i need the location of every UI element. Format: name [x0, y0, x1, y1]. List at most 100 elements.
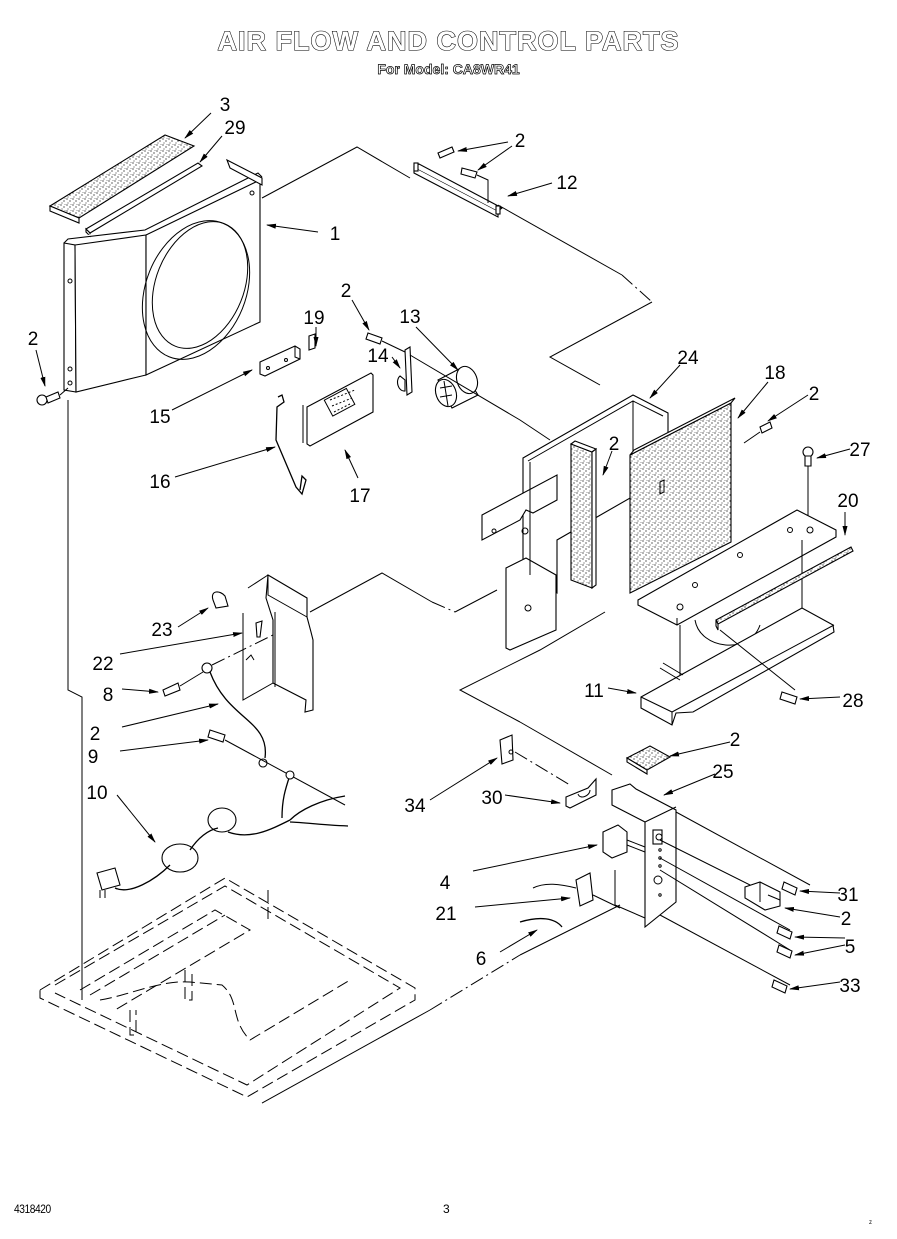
callout-label: 11 — [584, 681, 604, 702]
callout-label: 18 — [764, 363, 785, 384]
callout-23-seal-strip: 23 — [151, 607, 209, 641]
callout-label: 22 — [92, 654, 113, 675]
callout-label: 29 — [224, 118, 245, 139]
callout-label: 20 — [837, 491, 858, 512]
leader-line — [499, 929, 538, 953]
callout-2-screw: 2 — [28, 329, 46, 387]
callout-label: 2 — [28, 329, 39, 350]
callout-6-thermostat: 6 — [476, 929, 538, 970]
leader-line — [789, 981, 841, 991]
part-top-seal-foam — [48, 134, 196, 224]
part-clip-30 — [499, 734, 571, 786]
callout-label: 2 — [841, 909, 852, 930]
part-bracket-15 — [259, 345, 301, 377]
leader-line — [351, 299, 370, 331]
callout-17-control-board: 17 — [344, 449, 371, 507]
corner-mark: z — [869, 1220, 872, 1226]
callout-27-screw: 27 — [816, 440, 871, 461]
screw-10 — [207, 729, 346, 806]
callout-label: 10 — [86, 783, 107, 804]
callout-1-fan-shroud: 1 — [266, 223, 341, 245]
leader-line — [121, 688, 159, 694]
callout-2-screw: 2 — [669, 730, 741, 757]
callout-label: 1 — [330, 224, 341, 245]
leader-line — [171, 369, 253, 411]
callout-label: 19 — [303, 308, 324, 329]
part-electrical-bracket — [242, 574, 314, 713]
part-knob-5 — [744, 881, 781, 911]
page-title: AIR FLOW AND CONTROL PARTS — [217, 25, 680, 56]
leader-line — [816, 448, 851, 459]
part-fan-shroud — [63, 158, 263, 393]
leader-line — [121, 703, 219, 728]
callout-label: 2 — [730, 730, 741, 751]
callout-33-screw: 33 — [789, 944, 861, 997]
callout-label: 6 — [476, 949, 487, 970]
callout-label: 17 — [349, 486, 370, 507]
leader-line — [607, 687, 637, 694]
leader-line — [649, 364, 681, 399]
callout-24-air-duct: 24 — [649, 348, 699, 399]
part-seal-20 — [569, 440, 598, 590]
leader-line — [199, 135, 223, 163]
leader-line — [116, 794, 156, 843]
callout-label: 21 — [435, 904, 456, 925]
screw-drain-pan — [779, 691, 798, 705]
part-clip-8 — [255, 620, 263, 638]
callout-label: 31 — [837, 885, 858, 906]
callout-5-knob: 5 — [794, 934, 855, 958]
callout-2-screw: 2 — [457, 131, 525, 171]
leader-line — [799, 696, 841, 702]
callout-label: 4 — [440, 873, 451, 894]
callout-label: 27 — [849, 440, 870, 461]
callout-2-screw: 2 — [784, 906, 852, 930]
leader-line — [391, 356, 401, 369]
callout-label: 3 — [220, 95, 231, 116]
callout-4-knob-bracket: 4 — [440, 844, 598, 894]
callout-34-control-bracket: 34 — [404, 757, 498, 817]
leader-line — [737, 381, 769, 419]
callout-2-screw: 2 — [90, 703, 219, 745]
part-top-seal-strip — [85, 162, 203, 238]
leader-line — [767, 394, 809, 422]
leader-line — [784, 906, 841, 918]
callout-20-seal: 20 — [837, 491, 859, 536]
callout-label: 12 — [556, 173, 577, 194]
part-drain-pan-28 — [640, 607, 835, 726]
part-rod-16 — [275, 394, 307, 496]
callout-label: 8 — [103, 685, 114, 706]
callout-19-clip: 19 — [303, 308, 325, 347]
callout-18-air-filter: 18 — [737, 363, 786, 419]
leader-line — [794, 934, 846, 940]
callout-12-bracket: 12 — [507, 173, 578, 197]
callout-label: 15 — [149, 407, 170, 428]
leader-line — [177, 607, 209, 628]
leader-line — [602, 450, 613, 476]
callout-label: 2 — [341, 281, 352, 302]
screw-right-2 — [771, 979, 788, 994]
callout-label: 13 — [399, 307, 420, 328]
part-ground-wire-9 — [201, 633, 276, 768]
part-seal-strip-23 — [715, 546, 854, 631]
screw-12b — [460, 167, 478, 179]
leader-line — [35, 349, 46, 387]
leader-line — [477, 145, 513, 171]
screw-12a — [437, 146, 455, 159]
part-control-board-17 — [302, 372, 374, 447]
leader-line — [119, 632, 243, 655]
leader-line — [266, 223, 319, 233]
callout-22-grommet: 22 — [92, 632, 243, 675]
document-number: 4318420 — [14, 1202, 51, 1216]
callout-13-capacitor: 13 — [399, 307, 459, 371]
page-number: 3 — [443, 1202, 450, 1216]
callout-21-selector-switch: 21 — [435, 896, 571, 925]
screw-right-33b — [776, 944, 793, 959]
leader-line — [799, 888, 841, 894]
part-control-bracket-34 — [611, 783, 811, 986]
callout-25-foam-pad: 25 — [663, 762, 734, 796]
callout-label: 30 — [481, 788, 502, 809]
callout-2-screw: 2 — [602, 434, 619, 476]
leader-line — [794, 944, 846, 956]
